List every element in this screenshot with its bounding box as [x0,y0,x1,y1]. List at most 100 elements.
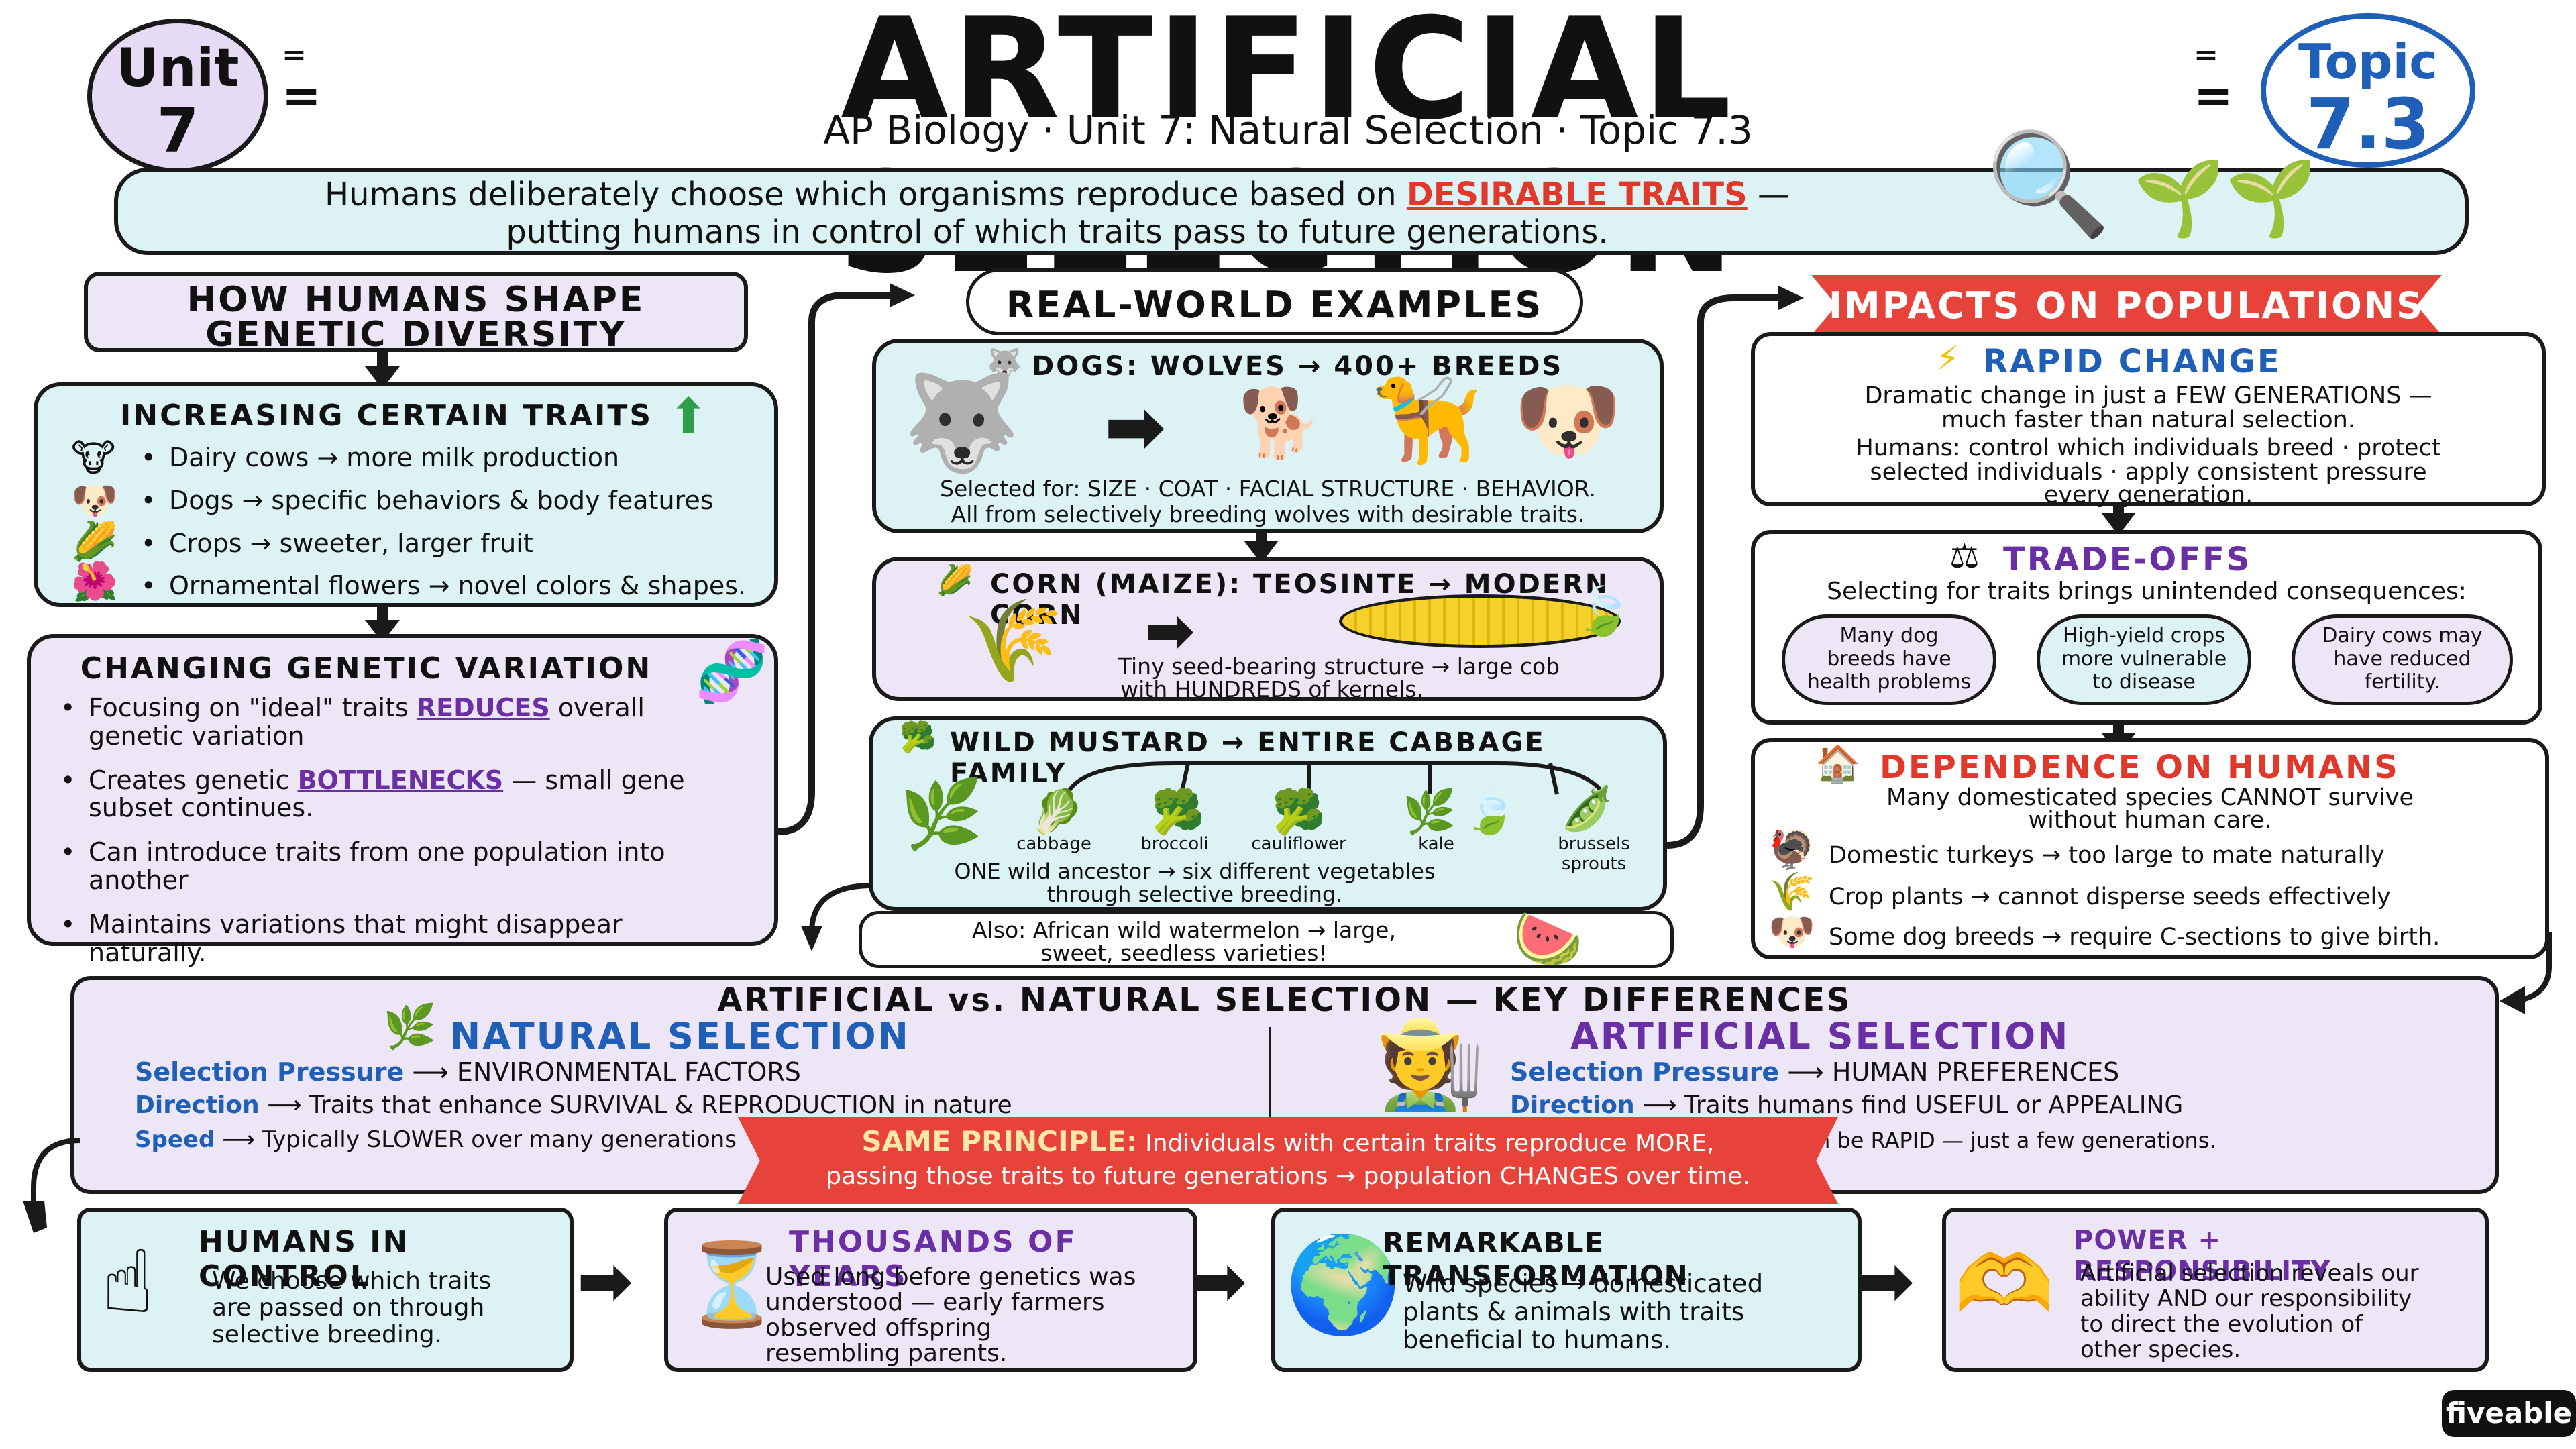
banner-line1: SAME PRINCIPLE: Individuals with certain… [738,1125,1838,1158]
changing-item2-post: — small gene subset continues. [89,765,685,823]
list-item: Focusing on "ideal" traits REDUCES overa… [51,694,722,751]
definition-dash: — [1758,176,1790,213]
farmer-icon: 🧑‍🌾 [1376,1013,1485,1115]
divider [1269,1027,1271,1128]
bottom-line: We choose which traits [212,1267,492,1295]
bottom-line: resembling parents. [765,1340,1008,1367]
wolf-icon: 🐺 [903,368,1020,478]
definition-line1: Humans deliberately choose which organis… [118,176,1996,213]
kale2-icon: 🍃 [1463,788,1517,837]
modern-corn-icon [1339,594,1621,648]
bottom-line: observed offspring [765,1314,992,1342]
row-value: Can be RAPID — just a few generations. [1788,1128,2216,1153]
globe-icon: 🌍 [1285,1230,1402,1340]
veg-label: brussels sprouts [1558,834,1630,874]
cloud-text: to disease [2092,670,2196,694]
heart-hands-icon: 🫶 [1954,1238,2055,1332]
bottom-line: Artificial selection reveals our [2080,1260,2419,1287]
cloud-text: High-yield crops [2063,624,2225,647]
brand-logo[interactable]: fiveable [2442,1390,2576,1437]
arrow-right-icon: ➡ [1144,596,1195,666]
bottom-line: plants & animals with traits [1403,1297,1745,1326]
connector-bottom-left [23,1138,81,1233]
same-principle-banner: SAME PRINCIPLE: Individuals with certain… [738,1117,1838,1204]
pointing-hand-icon: ☝ [101,1231,155,1333]
scales-icon: ⚖ [1949,537,1980,576]
list-item: Creates genetic BOTTLENECKS — small gene… [51,765,722,823]
list-item: Crops → sweeter, larger fruit [131,529,775,558]
corn-icon: 🌽 [71,520,118,564]
also-line1: Also: African wild watermelon → large, [972,917,1396,943]
magnifier-person-icon: 🔍 [1986,126,2111,243]
arrow-right-icon: ➡ [577,1242,633,1320]
teosinte-icon: 🌾 [963,594,1064,688]
row-value: HUMAN PREFERENCES [1831,1057,2120,1087]
veg-label: cauliflower [1251,834,1346,854]
house-icon: 🏠 [1815,743,1861,785]
row-arrow: ⟶ [1787,1057,1832,1087]
definition-text: Humans deliberately choose which organis… [324,176,1397,213]
tradeoffs-title: TRADE-OFFS [2003,541,2252,578]
natural-row: Selection Pressure ⟶ ENVIRONMENTAL FACTO… [135,1057,801,1087]
watermelon-note: Also: African wild watermelon → large, s… [859,910,1674,968]
increasing-traits-card: INCREASING CERTAIN TRAITS ⬆ 🐮 🐶 🌽 🌺 Dair… [34,382,778,607]
bottom-line: are passed on through [212,1294,485,1322]
bottom-line: beneficial to humans. [1403,1326,1672,1354]
dependence-title: DEPENDENCE ON HUMANS [1880,749,2400,786]
increasing-list: Dairy cows → more milk production Dogs →… [131,443,775,611]
mustard-line1: ONE wild ancestor → six different vegeta… [954,859,1436,884]
dog-icon: 🐶 [1768,910,1815,954]
unit-label: Unit [116,38,239,99]
kale-icon: 🌿 [1403,788,1456,837]
bottom-title: POWER + RESPONSIBILITY [2074,1225,2331,1287]
cloud-text: fertility. [2364,670,2440,694]
lightning-icon: ⚡ [1936,339,1960,378]
changing-item1-hl: REDUCES [416,693,550,722]
left-title-line2: GENETIC DIVERSITY [205,315,627,355]
rapid-line2: much faster than natural selection. [1941,407,2355,433]
definition-line2: putting humans in control of which trait… [506,213,1609,251]
veg-label: kale [1418,834,1454,854]
wolf-small-icon: 🐺 [987,347,1022,380]
right-title: IMPACTS ON POPULATIONS [1828,284,2425,327]
changing-title: CHANGING GENETIC VARIATION [80,651,653,686]
row-value: Traits humans find USEFUL or APPEALING [1684,1091,2184,1119]
artificial-title: ARTIFICIAL SELECTION [1570,1015,2070,1057]
row-value: ENVIRONMENTAL FACTORS [456,1057,801,1087]
branch-arrows [1065,761,1606,796]
bottom-line: ability AND our responsibility [2080,1285,2412,1312]
rapid-line3: Humans: control which individuals breed … [1856,435,2441,462]
rapid-line4: selected individuals · apply consistent … [1870,459,2427,486]
connector-curl [801,883,873,951]
changing-item1-post: overall genetic variation [89,693,645,751]
cow-icon: 🐮 [71,437,116,480]
rapid-line1: Dramatic change in just a FEW GENERATION… [1864,382,2432,409]
tradeoff-cloud-2: High-yield crops more vulnerable to dise… [2037,614,2251,705]
also-line2: sweet, seedless varieties! [1040,940,1328,966]
list-item: Can introduce traits from one population… [51,838,722,895]
dogs-line2: All from selectively breeding wolves wit… [951,501,1585,527]
broccoli-icon: 🥦 [1151,788,1205,837]
row-label: Direction [1510,1091,1635,1119]
chihuahua-icon: 🐕 [1238,384,1322,462]
bottom-line: understood — early farmers [765,1289,1105,1316]
sparkle-left: ⁼= [282,36,321,123]
definition-bar: Humans deliberately choose which organis… [114,168,2469,255]
dog-icon: 🐶 [71,479,118,523]
left-section-header: HOW HUMANS SHAPE GENETIC DIVERSITY [84,272,748,355]
veg-label: cabbage [1016,834,1091,854]
row-arrow: ⟶ [222,1126,262,1153]
cauliflower-icon: 🥦 [1272,788,1326,837]
corn-title: CORN (MAIZE): TEOSINTE → MODERN CORN [990,569,1610,631]
connector-right-down [2500,932,2552,1014]
row-label: Speed [135,1126,215,1153]
dna-icon: 🧬 [695,637,769,706]
brussels-icon: 🫛 [1560,784,1614,834]
corn-card: 🌽 CORN (MAIZE): TEOSINTE → MODERN CORN 🌾… [872,557,1664,702]
leaf-icon: 🌿 [383,1002,437,1052]
tradeoffs-card: ⚖ TRADE-OFFS Selecting for traits brings… [1751,530,2542,724]
row-label: Selection Pressure [135,1057,405,1087]
arrow-up-icon: ⬆ [668,388,709,444]
changing-list: Focusing on "ideal" traits REDUCES overa… [51,694,722,977]
basset-icon: 🐶 [1513,369,1622,471]
